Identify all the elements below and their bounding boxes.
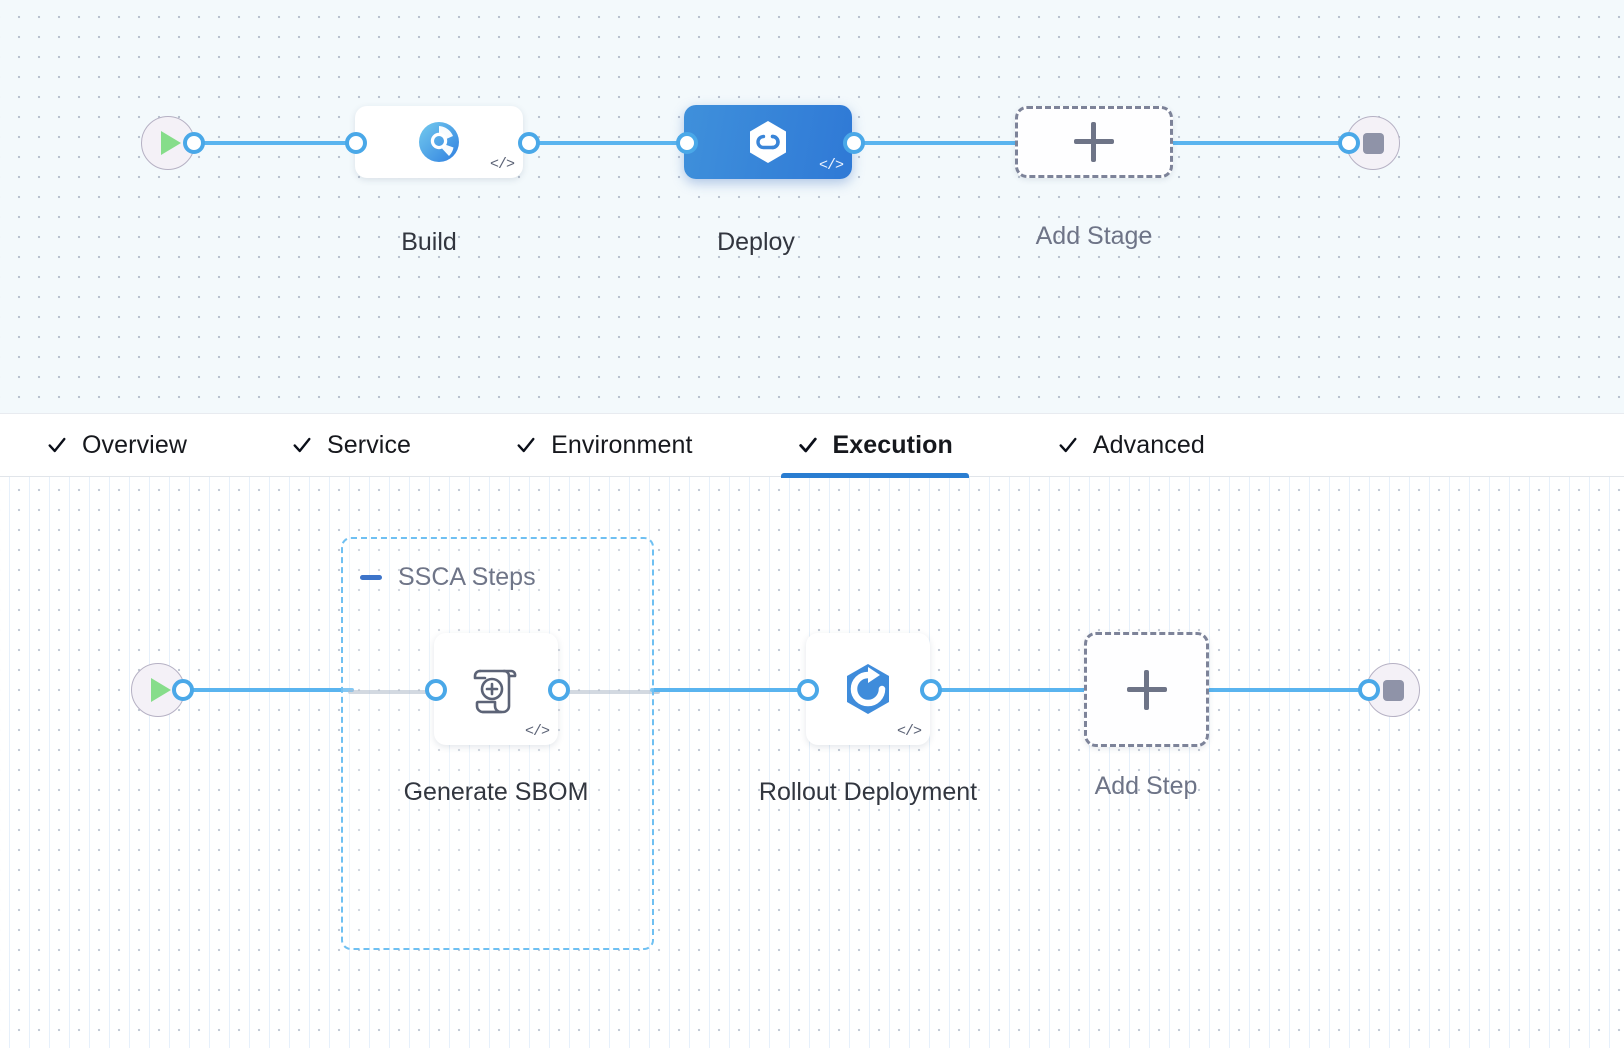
sbom-input-port[interactable]: [425, 679, 447, 701]
wire-start-to-build: [188, 141, 368, 145]
pipeline-stages-canvas[interactable]: </> Build </> Deploy Add Stage: [0, 0, 1624, 413]
stop-icon: [1362, 132, 1384, 154]
check-icon: [293, 437, 311, 453]
wire-start-to-group: [176, 688, 354, 692]
check-icon: [48, 437, 66, 453]
stage-config-tabs[interactable]: Overview Service Environment Execution A: [0, 413, 1624, 478]
add-step-button[interactable]: [1084, 632, 1209, 747]
harness-ci-icon: [415, 118, 463, 166]
wire-group-to-rollout: [650, 688, 830, 692]
step-code-badge-sbom[interactable]: </>: [524, 723, 550, 740]
rollout-hexagon-icon: [837, 658, 899, 720]
harness-cd-hexagon-icon: [743, 117, 793, 167]
plus-icon: [1074, 122, 1114, 162]
step-start-port[interactable]: [172, 679, 194, 701]
check-icon: [517, 437, 535, 453]
tab-label-service: Service: [327, 430, 412, 459]
plus-icon: [1126, 669, 1167, 710]
tab-label-overview: Overview: [82, 430, 187, 459]
tab-service[interactable]: Service: [275, 413, 427, 477]
tab-execution[interactable]: Execution: [780, 413, 970, 478]
play-icon: [161, 131, 181, 155]
add-stage-label: Add Stage: [1035, 222, 1153, 250]
stage-node-build[interactable]: </>: [355, 106, 523, 178]
add-stage-button[interactable]: [1015, 106, 1173, 178]
step-end-port[interactable]: [1358, 679, 1380, 701]
execution-steps-canvas[interactable]: SSCA Steps: [0, 477, 1624, 1048]
tab-label-advanced: Advanced: [1092, 430, 1205, 459]
stop-icon: [1382, 679, 1404, 701]
add-step-label: Add Step: [1094, 772, 1198, 800]
stage-label-build: Build: [401, 228, 457, 256]
tab-advanced[interactable]: Advanced: [1041, 413, 1221, 477]
stage-code-badge-deploy[interactable]: </>: [818, 157, 844, 174]
rollout-input-port[interactable]: [797, 679, 819, 701]
build-input-port[interactable]: [345, 132, 367, 154]
deploy-output-port[interactable]: [843, 132, 865, 154]
stage-code-badge-build[interactable]: </>: [489, 156, 515, 173]
check-icon: [798, 437, 817, 453]
step-group-title: SSCA Steps: [398, 563, 536, 591]
stage-label-deploy: Deploy: [717, 228, 795, 256]
step-code-badge-rollout[interactable]: </>: [896, 723, 922, 740]
step-label-rollout-deployment: Rollout Deployment: [758, 778, 978, 806]
wire-addstage-to-end: [1170, 141, 1362, 145]
step-node-generate-sbom[interactable]: </>: [434, 633, 558, 745]
tab-label-environment: Environment: [551, 430, 693, 459]
wire-deploy-to-addstage: [848, 141, 1110, 145]
play-icon: [151, 678, 171, 702]
wire-rollout-to-addstep: [924, 688, 1164, 692]
step-label-generate-sbom: Generate SBOM: [403, 778, 589, 806]
stage-end-port[interactable]: [1338, 132, 1360, 154]
step-node-rollout-deployment[interactable]: </>: [806, 633, 930, 745]
minus-icon[interactable]: [360, 575, 382, 580]
check-icon: [1059, 437, 1077, 453]
tab-label-execution: Execution: [832, 430, 953, 459]
tab-overview[interactable]: Overview: [30, 413, 203, 477]
step-group-header[interactable]: SSCA Steps: [360, 563, 536, 592]
wire-group-out-dashed: [556, 690, 660, 694]
tab-environment[interactable]: Environment: [499, 413, 708, 477]
sbom-scroll-plus-icon: [465, 658, 527, 720]
stage-node-deploy[interactable]: </>: [684, 105, 852, 179]
deploy-input-port[interactable]: [676, 132, 698, 154]
rollout-output-port[interactable]: [920, 679, 942, 701]
wire-addstep-to-end: [1200, 688, 1372, 692]
sbom-output-port[interactable]: [548, 679, 570, 701]
wire-group-in-dashed: [348, 690, 444, 694]
stage-start-port[interactable]: [183, 132, 205, 154]
build-output-port[interactable]: [518, 132, 540, 154]
